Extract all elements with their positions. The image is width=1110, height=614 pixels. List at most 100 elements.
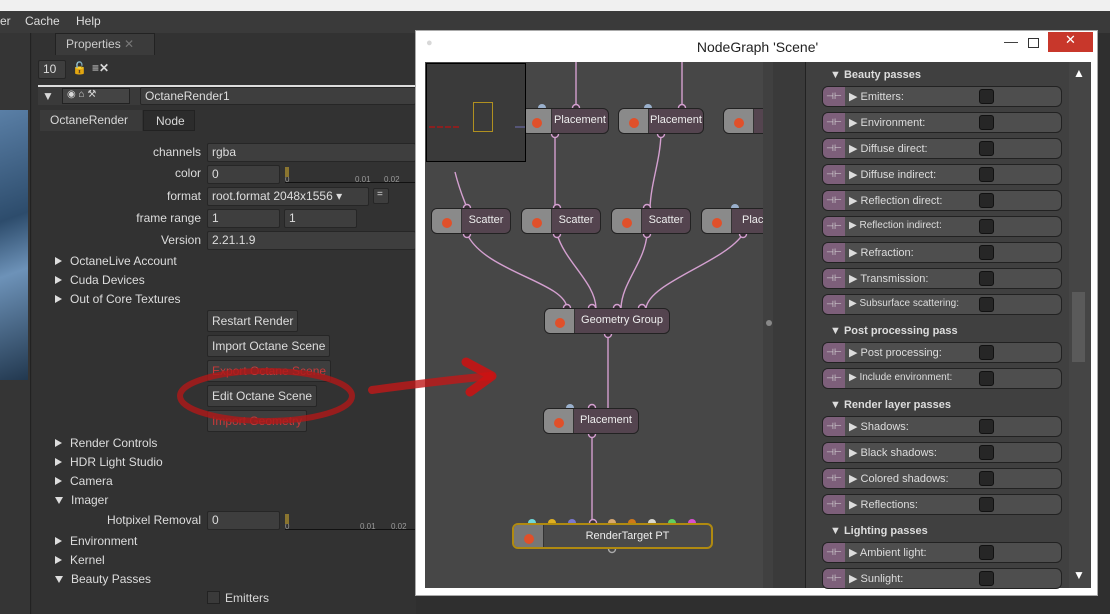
clear-panels-icon[interactable]: ≡✕ <box>92 61 110 75</box>
pin-icon[interactable]: ⊣⊢ <box>823 243 845 262</box>
section-beauty-passes[interactable]: Beauty Passes <box>55 572 151 586</box>
pin-icon[interactable]: ⊣⊢ <box>823 139 845 158</box>
pin-icon[interactable]: ⊣⊢ <box>823 269 845 288</box>
restart-render-button[interactable]: Restart Render <box>207 310 299 332</box>
pass-row[interactable]: ⊣⊢▶ Colored shadows: <box>822 468 1062 489</box>
lock-icon[interactable]: 🔓 <box>72 61 87 75</box>
pass-checkbox[interactable] <box>979 167 994 182</box>
pin-icon[interactable]: ⊣⊢ <box>823 295 845 314</box>
splitter[interactable] <box>763 62 805 588</box>
section-imager[interactable]: Imager <box>55 493 108 507</box>
pin-icon[interactable]: ⊣⊢ <box>823 165 845 184</box>
menu-item-help[interactable]: Help <box>76 14 101 28</box>
pass-row[interactable]: ⊣⊢▶ Diffuse direct: <box>822 138 1062 159</box>
node-placement-partial[interactable] <box>723 108 763 134</box>
pass-group-header[interactable]: ▼ Post processing pass <box>830 325 958 337</box>
node-render-target[interactable]: RenderTarget PT <box>512 523 713 549</box>
pass-row[interactable]: ⊣⊢▶ Shadows: <box>822 416 1062 437</box>
pass-checkbox[interactable] <box>979 245 994 260</box>
pass-row[interactable]: ⊣⊢▶ Transmission: <box>822 268 1062 289</box>
menu-item-render[interactable]: er <box>0 14 11 28</box>
node-name-field[interactable]: OctaneRender1 <box>140 87 416 105</box>
maximize-button[interactable] <box>1028 38 1039 48</box>
pass-group-header[interactable]: ▼ Render layer passes <box>830 399 951 411</box>
channels-select[interactable]: rgba <box>207 143 416 162</box>
section-out-of-core-textures[interactable]: Out of Core Textures <box>55 292 181 306</box>
pass-checkbox[interactable] <box>979 271 994 286</box>
pass-row[interactable]: ⊣⊢▶ Black shadows: <box>822 442 1062 463</box>
section-octanelive-account[interactable]: OctaneLive Account <box>55 254 177 268</box>
pass-checkbox[interactable] <box>979 371 994 386</box>
import-octane-scene-button[interactable]: Import Octane Scene <box>207 335 331 357</box>
pin-icon[interactable]: ⊣⊢ <box>823 543 845 562</box>
edit-octane-scene-button[interactable]: Edit Octane Scene <box>207 385 318 407</box>
frame-end-input[interactable]: 1 <box>284 209 357 228</box>
minimize-button[interactable]: — <box>1004 33 1018 49</box>
node-toolbar-icons[interactable]: ◉ ⌂ ⚒ <box>62 88 130 104</box>
pass-checkbox[interactable] <box>979 219 994 234</box>
close-icon[interactable]: ✕ <box>124 37 135 51</box>
collapse-icon[interactable]: ▼ <box>42 89 54 103</box>
section-environment[interactable]: Environment <box>55 534 137 548</box>
close-button[interactable]: ✕ <box>1048 32 1093 52</box>
pass-row[interactable]: ⊣⊢▶ Reflection direct: <box>822 190 1062 211</box>
node-placement[interactable]: Placement <box>521 108 609 134</box>
subtab-node[interactable]: Node <box>143 110 195 131</box>
menu-item-cache[interactable]: Cache <box>25 14 60 28</box>
section-camera[interactable]: Camera <box>55 474 113 488</box>
pass-checkbox[interactable] <box>979 571 994 586</box>
pass-group-header[interactable]: ▼ Beauty passes <box>830 69 921 81</box>
pin-icon[interactable]: ⊣⊢ <box>823 569 845 588</box>
scrollbar[interactable]: ▲ ▼ <box>1069 62 1091 588</box>
tab-properties[interactable]: Properties ✕ <box>55 33 155 55</box>
node-placement[interactable]: Placement <box>543 408 639 434</box>
subtab-octanerender[interactable]: OctaneRender <box>40 110 142 131</box>
color-input[interactable]: 0 <box>207 165 280 184</box>
pass-row[interactable]: ⊣⊢▶ Post processing: <box>822 342 1062 363</box>
hotpixel-input[interactable]: 0 <box>207 511 280 530</box>
pass-checkbox[interactable] <box>979 345 994 360</box>
pass-row[interactable]: ⊣⊢▶ Refraction: <box>822 242 1062 263</box>
pin-icon[interactable]: ⊣⊢ <box>823 469 845 488</box>
pass-checkbox[interactable] <box>979 471 994 486</box>
pin-icon[interactable]: ⊣⊢ <box>823 217 845 236</box>
pass-checkbox[interactable] <box>979 141 994 156</box>
pin-icon[interactable]: ⊣⊢ <box>823 369 845 388</box>
node-placement-partial[interactable]: Place <box>701 208 763 234</box>
pass-row[interactable]: ⊣⊢▶ Ambient light: <box>822 542 1062 563</box>
pass-row[interactable]: ⊣⊢▶ Subsurface scattering: <box>822 294 1062 315</box>
pass-checkbox[interactable] <box>979 419 994 434</box>
frame-start-input[interactable]: 1 <box>207 209 280 228</box>
pass-row[interactable]: ⊣⊢▶ Diffuse indirect: <box>822 164 1062 185</box>
pass-group-header[interactable]: ▼ Lighting passes <box>830 525 928 537</box>
pass-row[interactable]: ⊣⊢▶ Emitters: <box>822 86 1062 107</box>
pass-checkbox[interactable] <box>979 445 994 460</box>
pin-icon[interactable]: ⊣⊢ <box>823 495 845 514</box>
pass-checkbox[interactable] <box>979 497 994 512</box>
node-scatter[interactable]: Scatter <box>611 208 691 234</box>
pass-checkbox[interactable] <box>979 545 994 560</box>
pin-icon[interactable]: ⊣⊢ <box>823 417 845 436</box>
node-scatter[interactable]: Scatter <box>521 208 601 234</box>
pin-icon[interactable]: ⊣⊢ <box>823 443 845 462</box>
pin-icon[interactable]: ⊣⊢ <box>823 343 845 362</box>
export-octane-scene-button[interactable]: Export Octane Scene <box>207 360 332 382</box>
section-cuda-devices[interactable]: Cuda Devices <box>55 273 145 287</box>
node-geometry-group[interactable]: Geometry Group <box>544 308 670 334</box>
pass-row[interactable]: ⊣⊢▶ Environment: <box>822 112 1062 133</box>
node-placement[interactable]: Placement <box>618 108 704 134</box>
pin-icon[interactable]: ⊣⊢ <box>823 113 845 132</box>
frame-input[interactable]: 10 <box>38 60 66 79</box>
node-scatter[interactable]: Scatter <box>431 208 511 234</box>
format-edit-button[interactable]: = <box>373 188 389 204</box>
section-render-controls[interactable]: Render Controls <box>55 436 157 450</box>
scroll-down-icon[interactable]: ▼ <box>1073 568 1085 582</box>
pass-row[interactable]: ⊣⊢▶ Sunlight: <box>822 568 1062 589</box>
pass-checkbox[interactable] <box>979 89 994 104</box>
scroll-thumb[interactable] <box>1072 292 1085 362</box>
pass-row[interactable]: ⊣⊢▶ Include environment: <box>822 368 1062 389</box>
scroll-up-icon[interactable]: ▲ <box>1073 66 1085 80</box>
format-select[interactable]: root.format 2048x1556 ▾ <box>207 187 369 206</box>
